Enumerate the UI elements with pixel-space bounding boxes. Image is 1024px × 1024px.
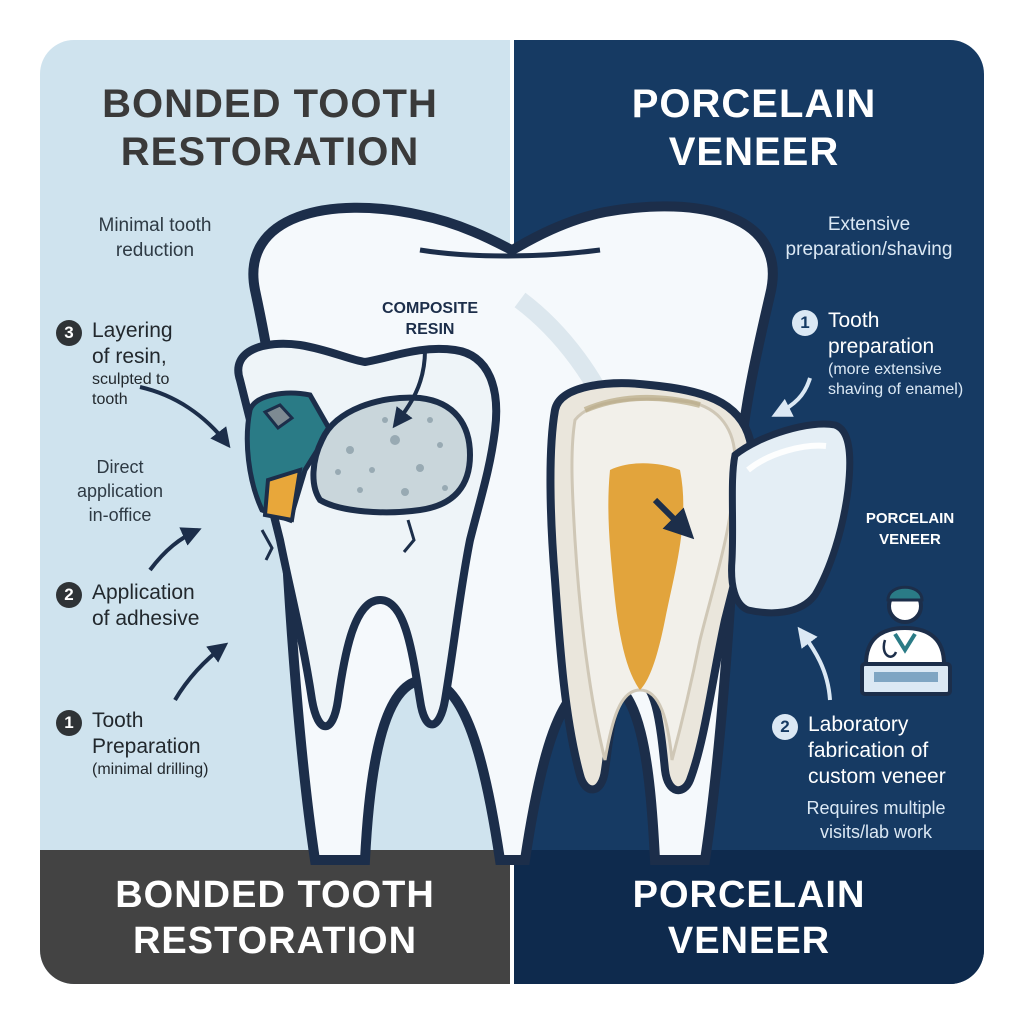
footer-line: VENEER xyxy=(667,920,831,962)
step-number-badge: 1 xyxy=(792,310,818,336)
veneer-footer-band xyxy=(514,850,984,984)
porcelain-veneer-shell-icon xyxy=(728,420,854,617)
step-number-badge: 3 xyxy=(56,320,82,346)
bonded-title-line2: RESTORATION xyxy=(120,130,420,174)
veneer-step-1: 1 Tooth preparation (more extensive shav… xyxy=(792,308,963,400)
note-line: reduction xyxy=(115,240,195,261)
footer-line: RESTORATION xyxy=(132,920,418,962)
step-label: of adhesive xyxy=(92,607,200,630)
dentist-technician-icon xyxy=(860,585,952,696)
step-number-badge: 2 xyxy=(772,714,798,740)
callout-line: VENEER xyxy=(879,531,941,548)
bonded-step-2: 2 Application of adhesive xyxy=(56,580,199,632)
callout-line: RESIN xyxy=(405,321,455,338)
step-sub: sculpted to xyxy=(92,371,170,388)
veneer-title-line1: PORCELAIN xyxy=(631,82,877,126)
bonded-footer-title: BONDED TOOTH RESTORATION xyxy=(40,872,510,964)
step-sub: tooth xyxy=(92,391,128,408)
step-label: Application xyxy=(92,581,195,604)
veneer-step-2: 2 Laboratory fabrication of custom venee… xyxy=(772,712,946,790)
bonded-title-line1: BONDED TOOTH xyxy=(102,82,438,126)
footer-line: BONDED TOOTH xyxy=(115,874,435,916)
step-label: of resin, xyxy=(92,345,167,368)
veneer-title-line2: VENEER xyxy=(668,130,840,174)
step-label: Laboratory xyxy=(808,713,909,736)
note-line: in-office xyxy=(88,505,152,525)
veneer-note-visits: Requires multiple visits/lab work xyxy=(776,796,976,844)
veneer-note-extensive: Extensive preparation/shaving xyxy=(764,212,974,262)
veneer-footer-title: PORCELAIN VENEER xyxy=(514,872,984,964)
step-label: Layering xyxy=(92,319,173,342)
footer-line: PORCELAIN xyxy=(632,874,866,916)
step-sub: (more extensive xyxy=(828,361,942,378)
bonded-footer-band xyxy=(40,850,510,984)
note-line: Requires multiple xyxy=(806,798,946,818)
note-line: Minimal tooth xyxy=(98,215,212,236)
note-line: preparation/shaving xyxy=(785,239,953,260)
bonded-step-1: 1 Tooth Preparation (minimal drilling) xyxy=(56,708,208,780)
porcelain-veneer-label: PORCELAIN VENEER xyxy=(850,508,970,550)
note-line: application xyxy=(76,481,164,501)
step-label: preparation xyxy=(828,335,935,358)
step-sub: (minimal drilling) xyxy=(92,761,209,778)
callout-line: COMPOSITE xyxy=(381,300,478,317)
step-number-badge: 2 xyxy=(56,582,82,608)
step-label: fabrication of xyxy=(808,739,929,762)
composite-resin-label: COMPOSITE RESIN xyxy=(360,298,500,340)
bonded-step-3: 3 Layering of resin, sculpted to tooth xyxy=(56,318,173,410)
step-label: Preparation xyxy=(92,735,201,758)
arrow-icon xyxy=(652,497,695,540)
bonded-note-reduction: Minimal tooth reduction xyxy=(70,213,240,263)
step-label: Tooth xyxy=(92,709,144,732)
bonded-note-direct: Direct application in-office xyxy=(55,455,185,527)
step-number-badge: 1 xyxy=(56,710,82,736)
callout-line: PORCELAIN xyxy=(865,510,955,527)
note-line: Extensive xyxy=(827,214,911,235)
note-line: visits/lab work xyxy=(819,822,933,842)
step-label: custom veneer xyxy=(808,765,946,788)
note-line: Direct xyxy=(96,457,144,477)
step-sub: shaving of enamel) xyxy=(828,381,964,398)
bonded-title: BONDED TOOTH RESTORATION xyxy=(50,80,490,176)
veneer-title: PORCELAIN VENEER xyxy=(534,80,974,176)
step-label: Tooth xyxy=(828,309,880,332)
composite-resin-icon xyxy=(310,394,474,516)
